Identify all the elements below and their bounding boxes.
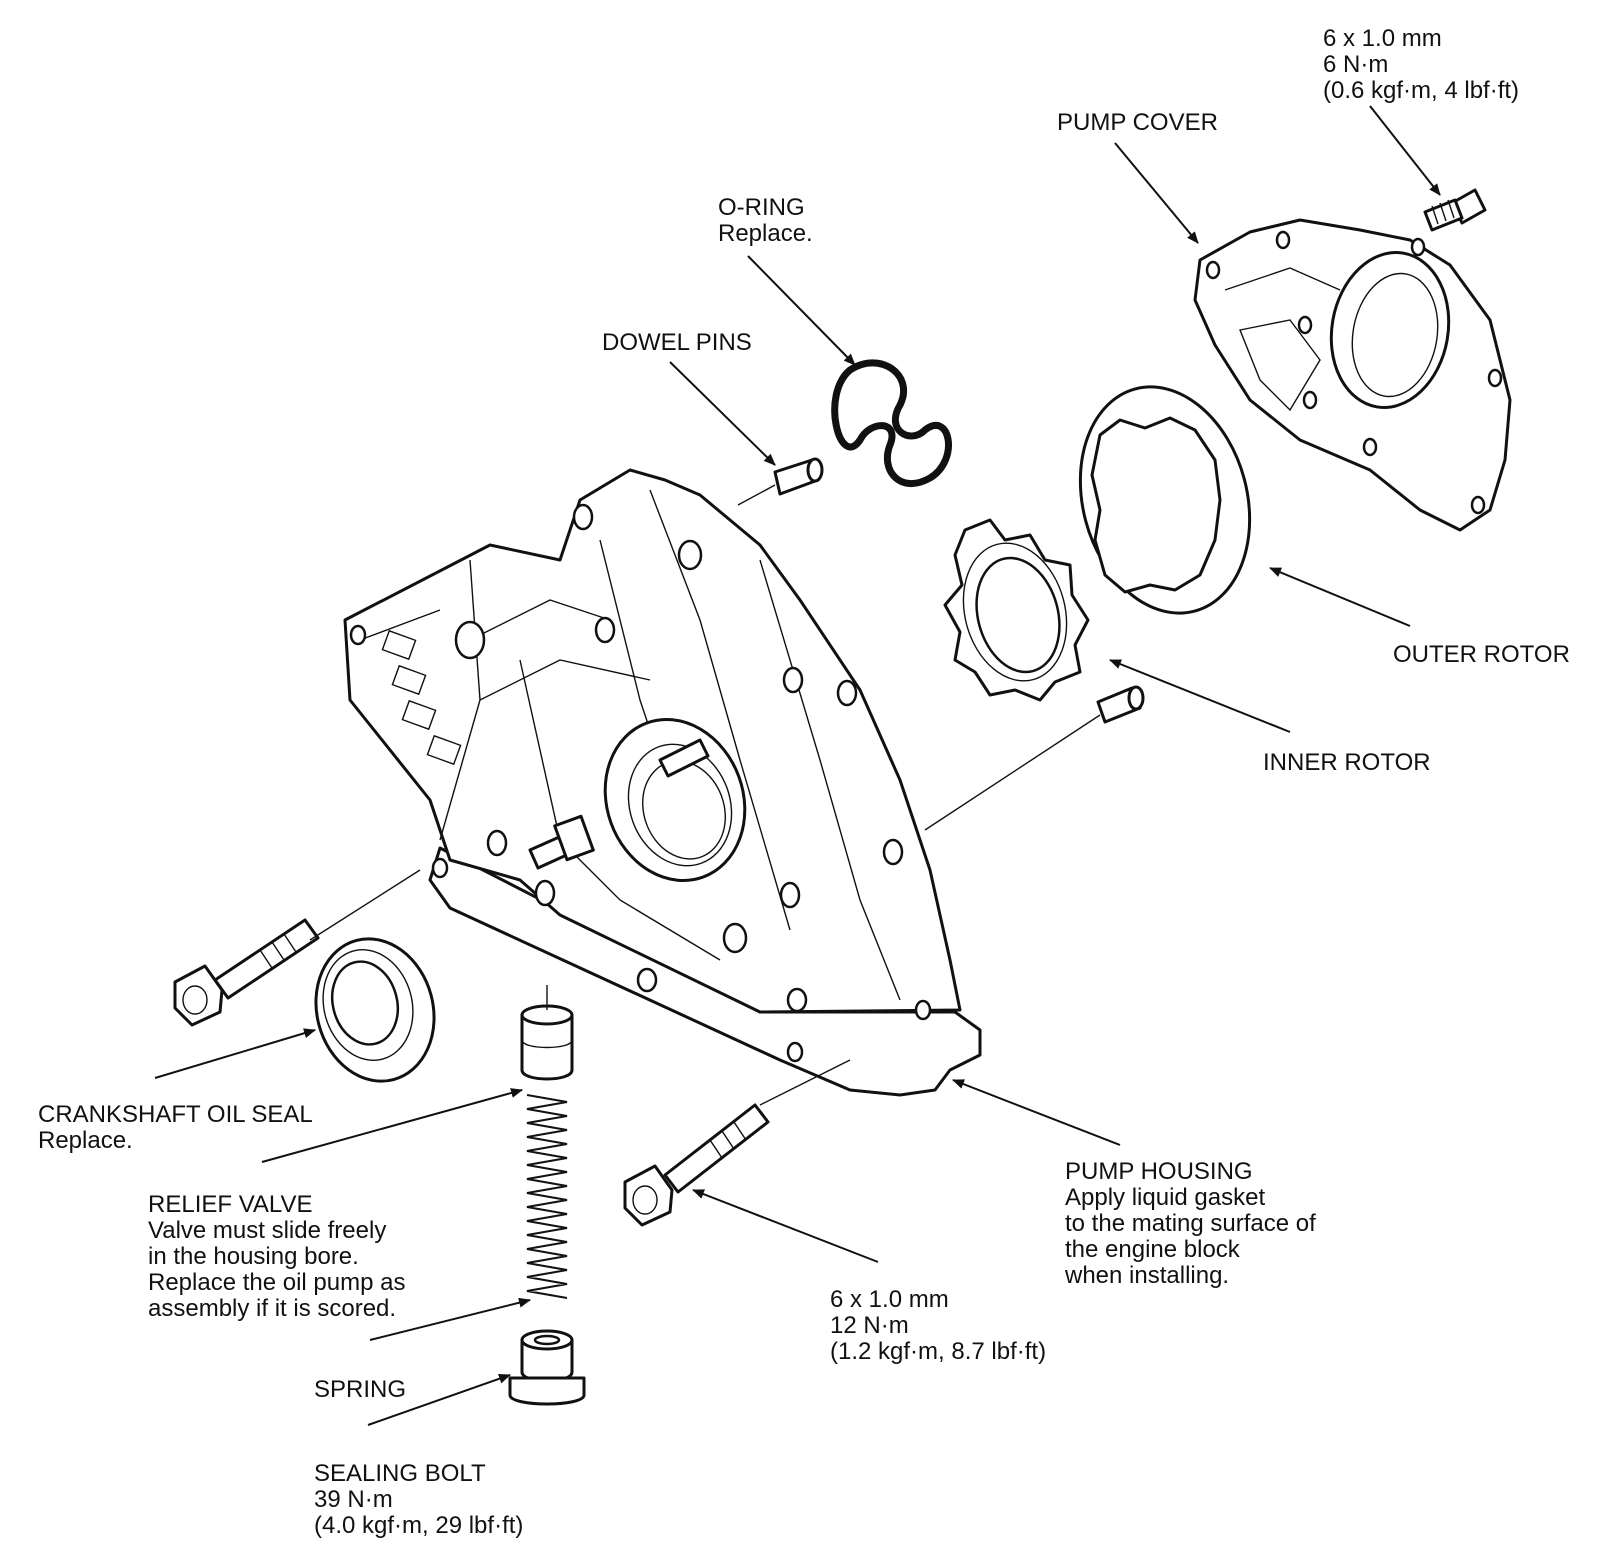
crankshaft-oil-seal-note: Replace. xyxy=(38,1127,133,1154)
relief-valve-note-line: Valve must slide freely xyxy=(148,1217,387,1244)
pump-housing-note-line: when installing. xyxy=(1065,1262,1230,1289)
housing-bolt-spec-label: 6 x 1.0 mm 12 N·m (1.2 kgf·m, 8.7 lbf·ft… xyxy=(830,1287,1046,1365)
housing-bolt-torque-alt: (1.2 kgf·m, 8.7 lbf·ft) xyxy=(830,1338,1047,1365)
housing-bolt-bottom-part xyxy=(623,1103,770,1227)
relief-valve-label: RELIEF VALVE Valve must slide freely in … xyxy=(148,1192,405,1322)
sealing-bolt-torque: 39 N·m xyxy=(314,1486,393,1513)
cover-bolt-torque: 6 N·m xyxy=(1323,51,1389,78)
cover-bolt-size: 6 x 1.0 mm xyxy=(1323,25,1442,52)
sealing-bolt-name: SEALING BOLT xyxy=(314,1460,486,1487)
sealing-bolt-part xyxy=(508,1329,586,1406)
inner-rotor-label: INNER ROTOR xyxy=(1263,750,1431,776)
crankshaft-oil-seal-label: CRANKSHAFT OIL SEAL Replace. xyxy=(38,1102,313,1154)
dowel-pins-label: DOWEL PINS xyxy=(602,330,752,356)
cover-bolt-part xyxy=(1423,188,1487,232)
inner-rotor-part xyxy=(943,518,1090,702)
relief-valve-note-line: Replace the oil pump as xyxy=(148,1269,406,1296)
relief-valve-note-line: assembly if it is scored. xyxy=(148,1295,397,1322)
dowel-pin-lower-part xyxy=(1096,685,1145,724)
assembly-lines xyxy=(309,484,1101,1106)
inner-rotor-name: INNER ROTOR xyxy=(1263,749,1431,776)
dowel-pins-name: DOWEL PINS xyxy=(602,329,752,356)
outer-rotor-name: OUTER ROTOR xyxy=(1393,641,1570,668)
sealing-bolt-label: SEALING BOLT 39 N·m (4.0 kgf·m, 29 lbf·f… xyxy=(314,1461,523,1539)
pump-housing-note-line: to the mating surface of xyxy=(1065,1210,1316,1237)
cover-bolt-torque-alt: (0.6 kgf·m, 4 lbf·ft) xyxy=(1323,77,1520,104)
housing-bolt-torque: 12 N·m xyxy=(830,1312,909,1339)
pump-housing-part xyxy=(343,468,982,1097)
housing-bolt-left-part xyxy=(173,918,320,1027)
relief-valve-name: RELIEF VALVE xyxy=(148,1191,313,1218)
o-ring-part xyxy=(831,359,952,487)
cover-bolt-spec-label: 6 x 1.0 mm 6 N·m (0.6 kgf·m, 4 lbf·ft) xyxy=(1323,26,1519,104)
pump-housing-name: PUMP HOUSING xyxy=(1065,1158,1253,1185)
o-ring-note: Replace. xyxy=(718,220,813,247)
sealing-bolt-torque-alt: (4.0 kgf·m, 29 lbf·ft) xyxy=(314,1512,524,1539)
pump-housing-note-line: Apply liquid gasket xyxy=(1065,1184,1266,1211)
spring-label: SPRING xyxy=(314,1377,406,1403)
relief-valve-part xyxy=(520,1004,574,1081)
spring-part xyxy=(526,1094,568,1299)
outer-rotor-part xyxy=(1078,385,1252,615)
housing-bolt-size: 6 x 1.0 mm xyxy=(830,1286,949,1313)
o-ring-name: O-RING xyxy=(718,194,805,221)
pump-cover-part xyxy=(1193,218,1512,532)
pump-cover-label: PUMP COVER xyxy=(1057,110,1218,136)
pump-housing-label: PUMP HOUSING Apply liquid gasket to the … xyxy=(1065,1159,1316,1289)
dowel-pin-upper-part xyxy=(773,457,824,496)
crankshaft-oil-seal-part xyxy=(314,937,436,1083)
leader-arrows xyxy=(154,105,1441,1426)
spring-name: SPRING xyxy=(314,1376,407,1403)
outer-rotor-label: OUTER ROTOR xyxy=(1393,642,1570,668)
relief-valve-note-line: in the housing bore. xyxy=(148,1243,359,1270)
o-ring-label: O-RING Replace. xyxy=(718,195,813,247)
pump-housing-note-line: the engine block xyxy=(1065,1236,1240,1263)
crankshaft-oil-seal-name: CRANKSHAFT OIL SEAL xyxy=(38,1101,313,1128)
pump-cover-name: PUMP COVER xyxy=(1057,109,1218,136)
